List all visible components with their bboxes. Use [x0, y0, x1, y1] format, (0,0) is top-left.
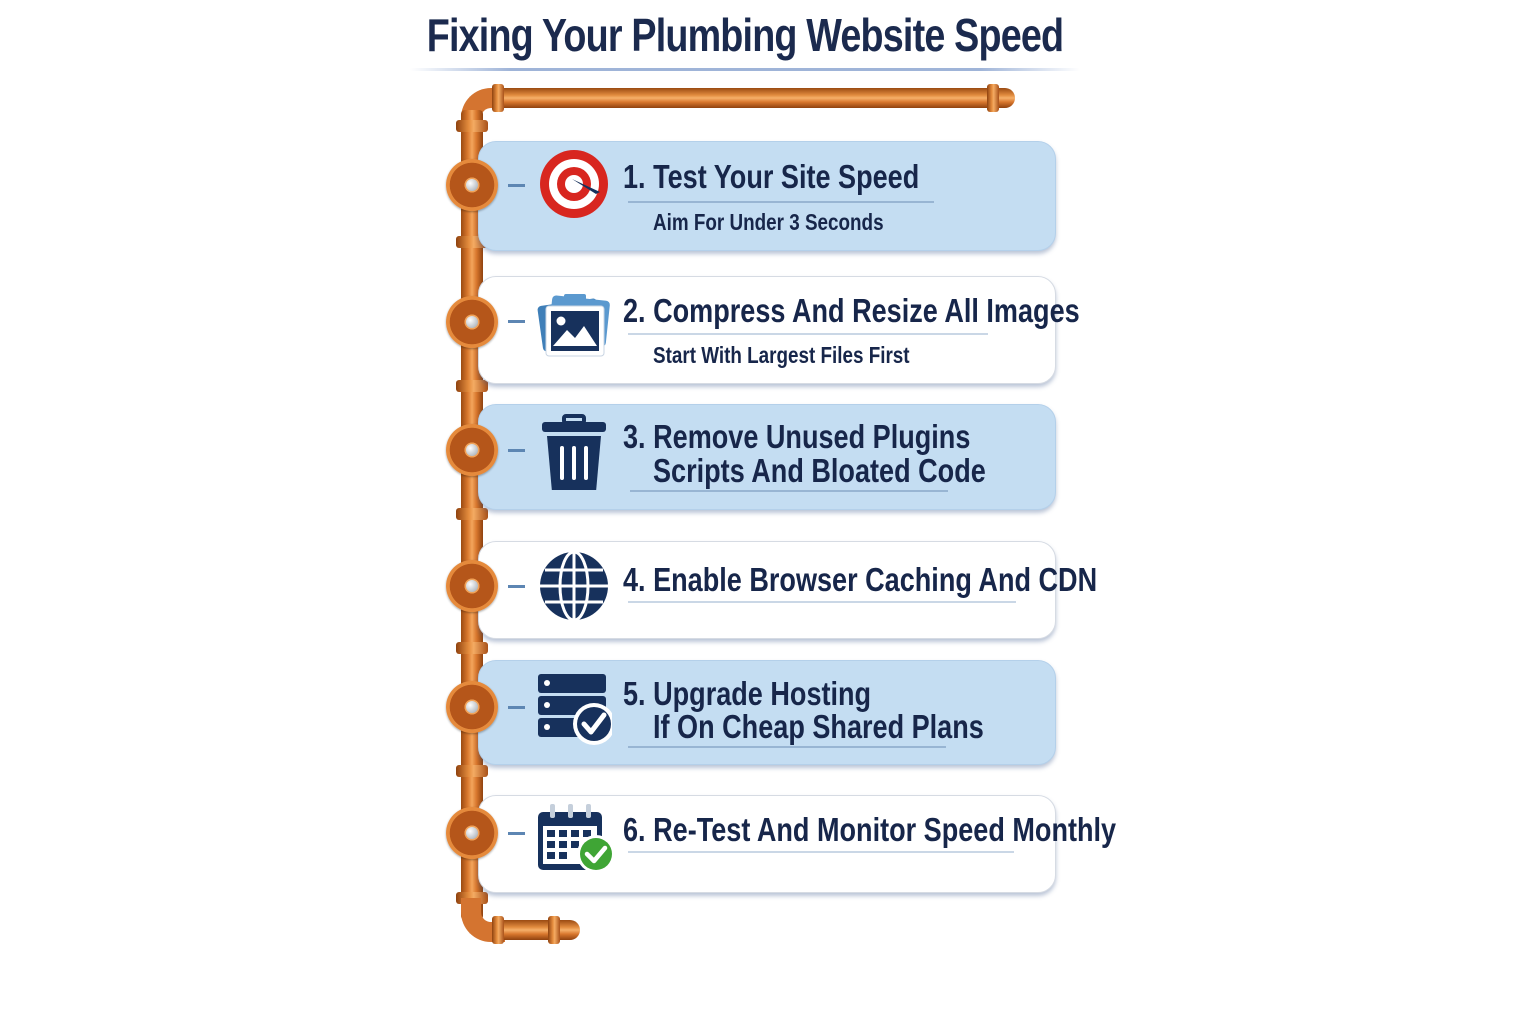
pipe-coupler [548, 916, 560, 944]
valve-icon [446, 560, 498, 612]
step-2-subtitle: Start With Largest Files First [653, 342, 910, 368]
connector-dash [508, 585, 525, 588]
pipe-coupler [456, 508, 488, 520]
connector-dash [508, 320, 525, 323]
step-3-underline [630, 490, 948, 492]
title-divider [410, 68, 1080, 71]
globe-icon [540, 550, 608, 622]
step-2-title: 2. Compress And Resize All Images [623, 292, 1080, 329]
pipe-coupler [456, 120, 488, 132]
valve-icon [446, 296, 498, 348]
pipe-coupler [492, 916, 504, 944]
trash-icon [542, 414, 606, 490]
connector-dash [508, 449, 525, 452]
step-1-underline [628, 201, 934, 203]
calendar-check-icon [538, 804, 612, 873]
step-3-title: 3. Remove Unused Plugins [623, 418, 971, 455]
step-5-title: 5. Upgrade Hosting [623, 675, 872, 712]
step-5-subtitle: If On Cheap Shared Plans [653, 708, 984, 745]
target-icon [540, 150, 608, 218]
server-check-icon [538, 674, 612, 745]
valve-icon [446, 424, 498, 476]
pipe-top-horizontal [495, 88, 1015, 108]
step-5-underline [628, 746, 946, 748]
step-4-underline [628, 601, 1016, 603]
step-1-title: 1. Test Your Site Speed [623, 158, 920, 195]
pipe-coupler [456, 765, 488, 777]
step-1-subtitle: Aim For Under 3 Seconds [653, 209, 884, 235]
connector-dash [508, 184, 525, 187]
pipe-bottom-horizontal [495, 920, 580, 940]
step-6-title: 6. Re-Test And Monitor Speed Monthly [623, 811, 1117, 848]
pipe-coupler [456, 642, 488, 654]
connector-dash [508, 832, 525, 835]
image-icon [537, 294, 610, 357]
step-6-underline [628, 851, 1014, 853]
pipe-coupler [456, 380, 488, 392]
pipe-coupler [492, 84, 504, 112]
step-3-subtitle: Scripts And Bloated Code [653, 452, 986, 489]
connector-dash [508, 706, 525, 709]
step-4-title: 4. Enable Browser Caching And CDN [623, 561, 1098, 598]
valve-icon [446, 159, 498, 211]
valve-icon [446, 681, 498, 733]
page-title: Fixing Your Plumbing Website Speed [426, 9, 1064, 61]
step-2-underline [628, 333, 988, 335]
pipe-coupler [987, 84, 999, 112]
valve-icon [446, 807, 498, 859]
